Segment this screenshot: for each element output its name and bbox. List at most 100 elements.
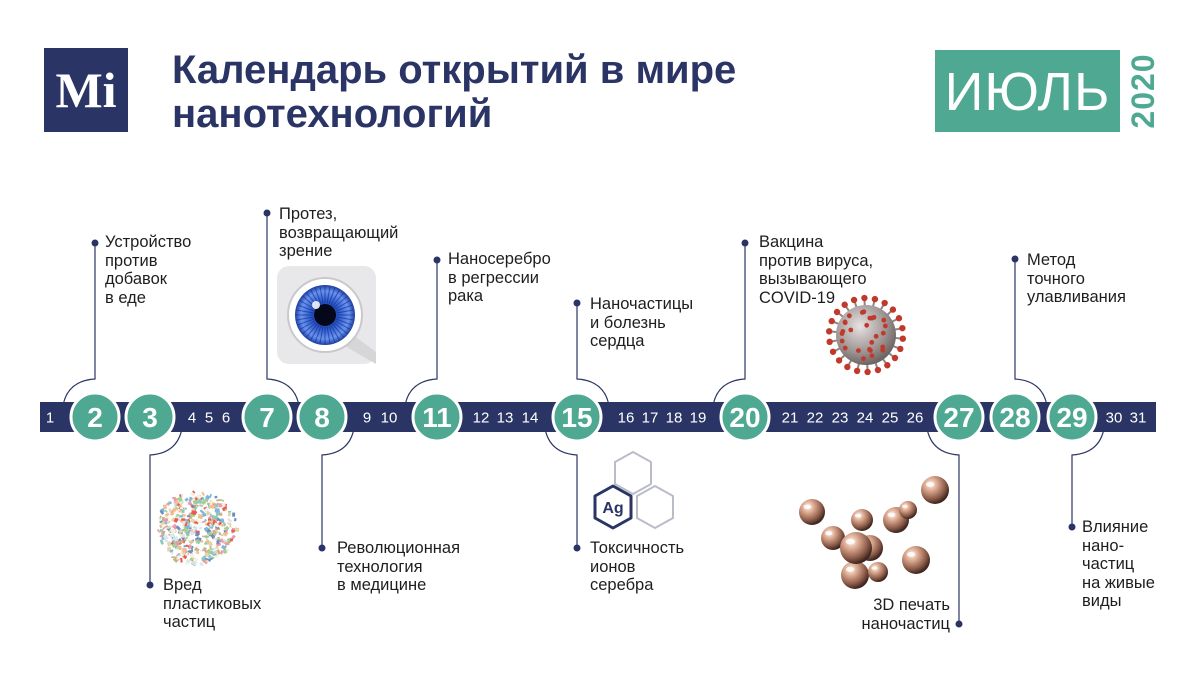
day-label-14: 14 bbox=[522, 410, 539, 427]
virus-surface-dot bbox=[871, 314, 877, 320]
plastic-particle bbox=[184, 507, 187, 510]
nanoparticle-sphere bbox=[840, 532, 872, 564]
event-line: Токсичность bbox=[590, 539, 685, 557]
plastic-particle bbox=[170, 551, 174, 556]
plastic-particle bbox=[200, 539, 204, 543]
plastic-particle bbox=[195, 532, 200, 537]
plastic-particle bbox=[208, 523, 213, 527]
plastic-particle bbox=[184, 561, 189, 566]
plastic-particle bbox=[192, 561, 195, 564]
plastic-particle bbox=[214, 537, 218, 541]
plastic-particle bbox=[186, 528, 189, 532]
plastic-particle bbox=[168, 501, 172, 505]
virus-surface-dot bbox=[882, 323, 888, 329]
plastic-particle bbox=[159, 509, 165, 515]
iris-ray bbox=[299, 320, 315, 330]
plastic-particle bbox=[170, 527, 176, 534]
iris-ray bbox=[319, 326, 324, 344]
plastic-particle bbox=[201, 491, 206, 497]
connector-dot-27-below bbox=[955, 620, 963, 628]
plastic-particle bbox=[211, 517, 216, 521]
virus-surface-dot bbox=[881, 317, 887, 323]
event-line: на живые bbox=[1082, 573, 1155, 592]
iris-ray bbox=[326, 286, 331, 304]
plastic-particle bbox=[229, 538, 234, 542]
iris-ray bbox=[297, 318, 314, 326]
virus-surface-dot bbox=[867, 348, 873, 353]
iris-ray bbox=[296, 316, 314, 321]
day-label-13: 13 bbox=[497, 410, 514, 427]
plastic-particle bbox=[171, 556, 175, 559]
plastic-particle bbox=[220, 544, 227, 550]
event-line: ионов bbox=[590, 557, 636, 576]
connector-dot-15-below bbox=[573, 544, 581, 552]
plastic-particle bbox=[221, 502, 226, 508]
plastic-particle bbox=[218, 521, 222, 526]
plastic-particle bbox=[185, 524, 191, 530]
plastic-particle bbox=[181, 547, 187, 553]
plastic-particle bbox=[215, 545, 219, 550]
plastic-particle bbox=[204, 543, 207, 545]
plastic-particle bbox=[234, 526, 237, 529]
plastic-particle bbox=[161, 526, 167, 531]
nanoparticles-3d-image bbox=[799, 476, 949, 589]
plastic-particle bbox=[231, 534, 236, 540]
day-label-29: 29 bbox=[1056, 402, 1087, 433]
day-label-28: 28 bbox=[999, 402, 1030, 433]
plastic-particle bbox=[199, 504, 204, 507]
nanoparticle-highlight bbox=[871, 566, 878, 570]
plastic-particle bbox=[181, 534, 186, 538]
iris-ray bbox=[299, 300, 315, 310]
plastic-particle bbox=[171, 523, 179, 531]
plastic-particle bbox=[227, 522, 230, 525]
plastic-particle bbox=[210, 556, 215, 559]
event-line: Наночастицы bbox=[590, 295, 694, 313]
plastic-particle bbox=[188, 496, 192, 502]
virus-spike-head bbox=[899, 324, 906, 332]
plastic-particle bbox=[175, 535, 179, 539]
iris-ray bbox=[314, 326, 322, 343]
event-line: частиц bbox=[163, 613, 216, 631]
day-label-11: 11 bbox=[422, 402, 452, 433]
plastic-particle bbox=[190, 512, 196, 517]
day-label-22: 22 bbox=[807, 410, 824, 427]
plastic-particle bbox=[190, 504, 195, 508]
virus-surface-dot bbox=[861, 356, 866, 362]
plastic-particle bbox=[196, 494, 202, 500]
virus-spike-head bbox=[895, 315, 903, 322]
plastic-particle bbox=[191, 490, 196, 495]
plastic-particle bbox=[212, 529, 217, 535]
plastic-particle bbox=[224, 508, 228, 512]
plastic-particle bbox=[214, 508, 220, 513]
plastic-particle bbox=[194, 550, 197, 554]
virus-spike-head bbox=[881, 299, 888, 307]
event-line: Революционная bbox=[337, 539, 461, 557]
event-line: в регрессии bbox=[448, 268, 540, 287]
virus-surface-dot bbox=[839, 331, 845, 336]
plastic-particle bbox=[189, 539, 195, 545]
plastic-particle bbox=[199, 561, 204, 567]
page-title: Календарь открытий в мире нанотехнологий bbox=[172, 48, 736, 136]
iris-ray bbox=[328, 326, 336, 343]
plastic-particle bbox=[216, 540, 220, 544]
plastic-particle bbox=[216, 549, 221, 555]
plastic-particle bbox=[185, 544, 190, 547]
ag-label: Ag bbox=[602, 500, 623, 517]
plastic-particle bbox=[172, 556, 180, 563]
nanoparticle-highlight bbox=[825, 531, 833, 536]
plastic-particle bbox=[234, 518, 237, 522]
plastic-particle bbox=[201, 520, 206, 524]
day-label-21: 21 bbox=[782, 410, 799, 427]
day-label-8: 8 bbox=[314, 402, 330, 433]
plastic-particle bbox=[166, 520, 171, 525]
virus-surface-dot bbox=[839, 338, 845, 344]
plastic-particle bbox=[206, 548, 212, 554]
plastic-particle bbox=[196, 545, 200, 548]
virus-spike-head bbox=[897, 345, 904, 353]
connector-dot-15-above bbox=[573, 299, 581, 307]
plastic-particle bbox=[223, 539, 228, 543]
plastic-particle bbox=[195, 500, 201, 504]
plastic-particle bbox=[183, 536, 189, 541]
